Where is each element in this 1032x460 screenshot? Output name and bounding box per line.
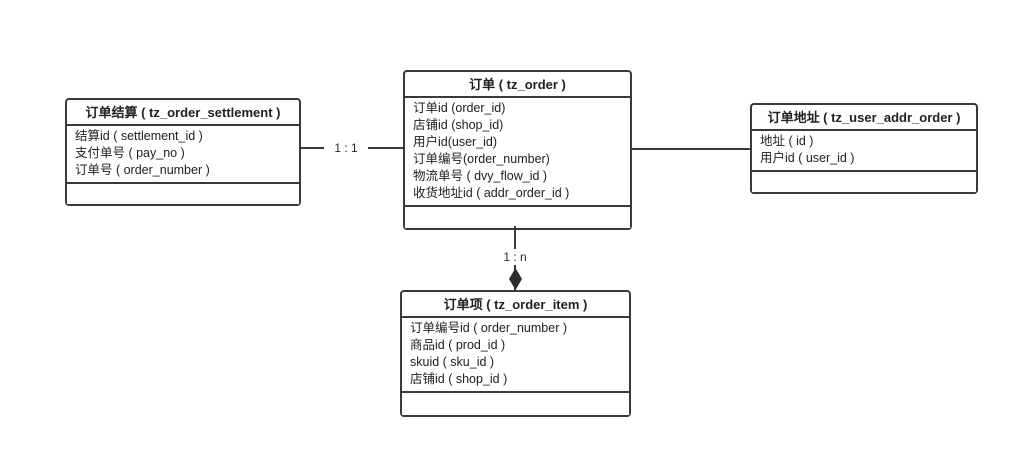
entity-title: 订单 ( tz_order ) [405,72,630,98]
entity-empty-compartment [752,172,976,192]
entity-order-item[interactable]: 订单项 ( tz_order_item ) 订单编号id ( order_num… [400,290,631,417]
connector-order-addr[interactable] [632,148,750,150]
entity-order-settlement[interactable]: 订单结算 ( tz_order_settlement ) 结算id ( sett… [65,98,301,206]
entity-empty-compartment [402,393,629,415]
field-row: skuid ( sku_id ) [410,355,495,369]
field-row: 订单号 ( order_number ) [75,163,210,177]
entity-user-addr-order[interactable]: 订单地址 ( tz_user_addr_order ) 地址 ( id ) 用户… [750,103,978,194]
field-row: 店铺id ( shop_id ) [410,372,508,386]
entity-title: 订单地址 ( tz_user_addr_order ) [752,105,976,131]
diamond-arrowhead-icon [509,268,522,290]
entity-title: 订单项 ( tz_order_item ) [402,292,629,318]
entity-title: 订单结算 ( tz_order_settlement ) [67,100,299,126]
field-row: 地址 ( id ) [760,134,814,148]
entity-fields: 订单id (order_id) 店铺id (shop_id) 用户id(user… [405,98,630,207]
field-row: 商品id ( prod_id ) [410,338,506,352]
relationship-label-1-1: 1 : 1 [324,140,368,156]
entity-empty-compartment [405,207,630,228]
field-row: 结算id ( settlement_id ) [75,129,203,143]
field-row: 用户id ( user_id ) [760,151,855,165]
field-row: 订单id (order_id) [413,101,506,115]
entity-empty-compartment [67,184,299,204]
entity-fields: 地址 ( id ) 用户id ( user_id ) [752,131,976,172]
entity-order[interactable]: 订单 ( tz_order ) 订单id (order_id) 店铺id (sh… [403,70,632,230]
entity-fields: 结算id ( settlement_id ) 支付单号 ( pay_no ) 订… [67,126,299,184]
field-row: 物流单号 ( dvy_flow_id ) [413,169,548,183]
field-row: 店铺id (shop_id) [413,118,504,132]
field-row: 用户id(user_id) [413,135,498,149]
relationship-label-1-n: 1 : n [495,249,535,265]
field-row: 订单编号(order_number) [413,152,550,166]
field-row: 支付单号 ( pay_no ) [75,146,185,160]
field-row: 订单编号id ( order_number ) [410,321,567,335]
entity-fields: 订单编号id ( order_number ) 商品id ( prod_id )… [402,318,629,393]
field-row: 收货地址id ( addr_order_id ) [413,186,570,200]
